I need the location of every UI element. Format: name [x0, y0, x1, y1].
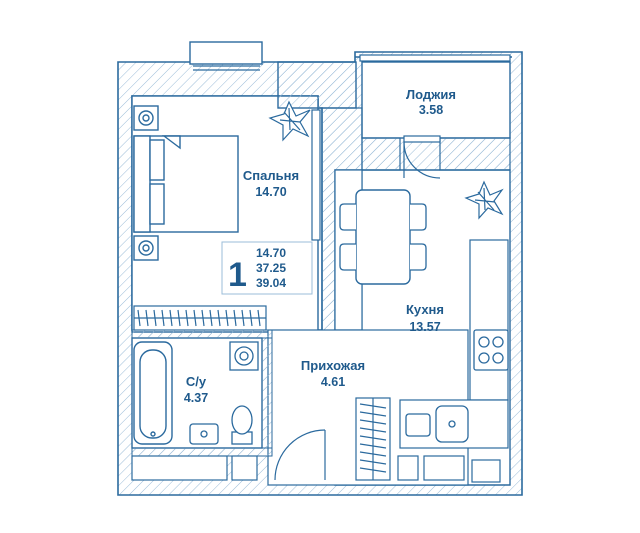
wardrobe-icon	[133, 305, 267, 331]
sink-icon	[405, 405, 469, 443]
loggia-label: Лоджия	[406, 87, 456, 102]
living-area: 14.70	[256, 246, 286, 260]
table-icon	[355, 189, 411, 285]
washing-machine-icon	[229, 341, 259, 371]
bed-icon	[133, 135, 239, 233]
bedroom-label: Спальня	[243, 168, 299, 183]
total-area: 37.25	[256, 261, 286, 275]
door-icon	[403, 135, 441, 179]
kitchen-label: Кухня	[406, 302, 444, 317]
toilet-icon	[231, 405, 253, 445]
kitchen-area-value: 13.57	[409, 320, 440, 334]
plant-icon	[268, 100, 311, 142]
sink-icon	[189, 423, 219, 445]
bedroom-window	[189, 41, 263, 65]
bathroom-area-value: 4.37	[184, 391, 208, 405]
loggia-area-value: 3.58	[419, 103, 443, 117]
rooms-count: 1	[228, 256, 247, 294]
partition-wall	[277, 61, 357, 109]
nightstand-bottom	[133, 235, 159, 261]
bathtub-icon	[133, 341, 173, 445]
chair-icon	[339, 203, 427, 271]
ventilation-shaft	[471, 459, 501, 483]
hallway-area-value: 4.61	[321, 375, 345, 389]
plant-icon	[464, 180, 504, 220]
wardrobe-icon	[355, 397, 391, 481]
stove-icon	[473, 329, 509, 371]
bathroom-label: С/у	[186, 374, 207, 389]
area-with-loggia: 39.04	[256, 276, 286, 290]
hallway-label: Прихожая	[301, 358, 365, 373]
door-icon	[274, 429, 326, 481]
bedroom-area-value: 14.70	[255, 185, 286, 199]
area-summary: 1 14.70 37.25 39.04	[221, 241, 313, 295]
nightstand-top	[133, 105, 159, 131]
